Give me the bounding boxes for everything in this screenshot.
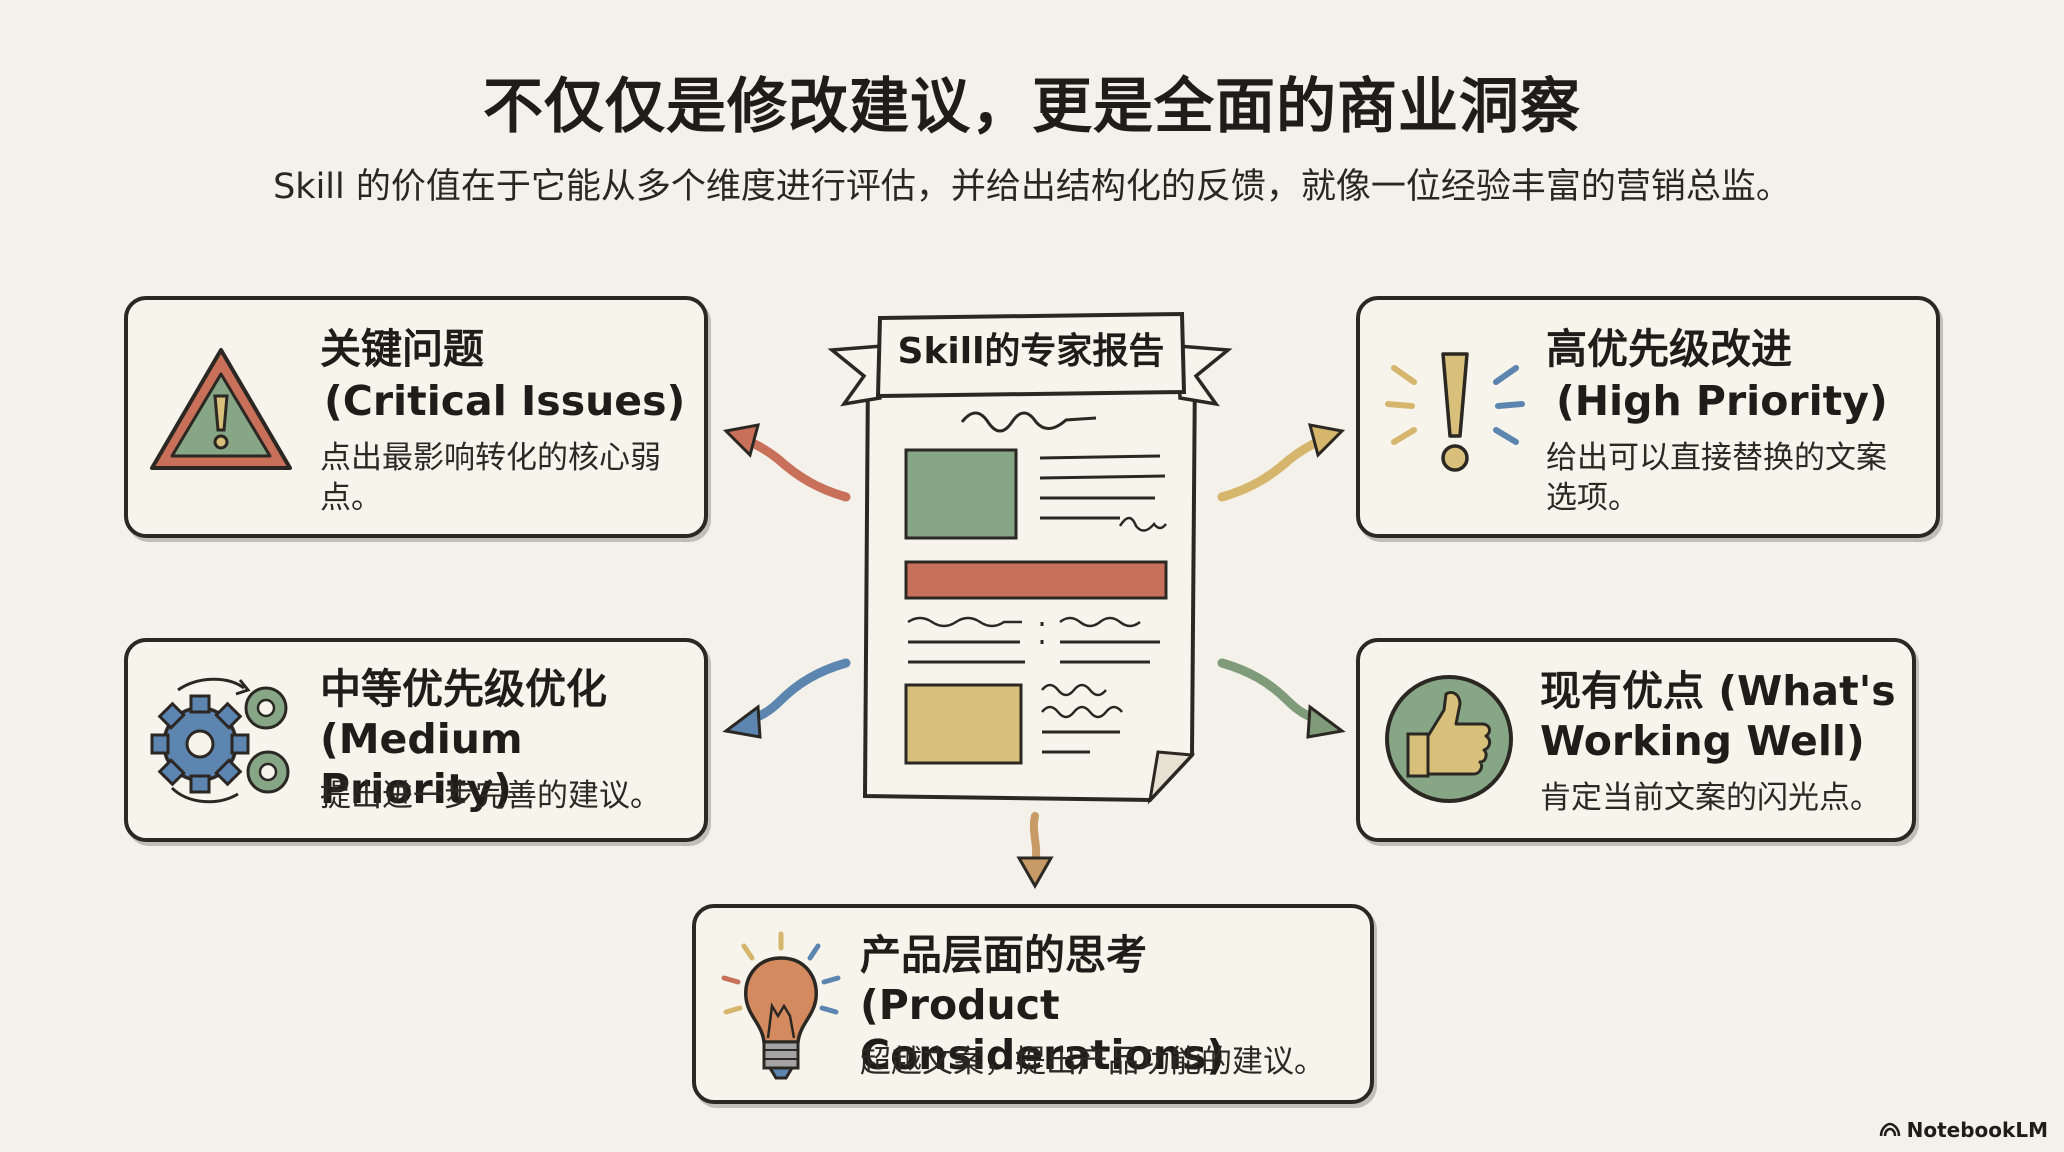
medium-priority-card: 中等优先级优化 (Medium Priority) 提出进一步完善的建议。: [124, 638, 708, 842]
notebooklm-icon: [1879, 1122, 1900, 1137]
report-banner-label: Skill的专家报告: [897, 331, 1165, 372]
arrow-to-high: [1217, 423, 1346, 502]
critical-issues-card: 关键问题 (Critical Issues) 点出最影响转化的核心弱点。: [124, 296, 708, 538]
working-title-line1: 现有优点 (What's: [1540, 667, 1896, 715]
lightbulb-icon: [721, 931, 841, 1080]
thumbs-up-icon: [1385, 675, 1513, 803]
arrow-to-critical: [722, 423, 851, 502]
product-desc: 超越文案，提出产品功能的建议。: [860, 1044, 1325, 1080]
critical-desc: 点出最影响转化的核心弱点。: [320, 440, 661, 516]
notebooklm-text: NotebookLM: [1906, 1118, 2048, 1142]
high-priority-card: 高优先级改进 (High Priority) 给出可以直接替换的文案选项。: [1356, 296, 1940, 538]
working-well-card: 现有优点 (What's Working Well) 肯定当前文案的闪光点。: [1356, 638, 1916, 842]
expert-report-illustration: [827, 311, 1233, 805]
critical-title-en: (Critical Issues): [324, 377, 686, 425]
arrow-to-working: [1217, 658, 1346, 739]
working-title-line2: Working Well): [1540, 717, 1865, 765]
page-title: 不仅仅是修改建议，更是全面的商业洞察: [483, 72, 1581, 142]
working-desc: 肯定当前文案的闪光点。: [1540, 780, 1881, 816]
medium-title-cn: 中等优先级优化: [320, 665, 607, 713]
product-title-en: (Product Considerations): [860, 981, 1226, 1079]
arrow-to-product: [1016, 812, 1054, 890]
critical-title-cn: 关键问题: [320, 325, 484, 373]
medium-desc: 提出进一步完善的建议。: [320, 778, 661, 814]
exclamation-icon: [1385, 352, 1525, 472]
high-title-cn: 高优先级改进: [1546, 325, 1792, 373]
gears-icon: [150, 677, 290, 804]
notebooklm-logo: NotebookLM: [1879, 1118, 2048, 1142]
high-desc: 给出可以直接替换的文案选项。: [1546, 440, 1887, 516]
page-subtitle: Skill 的价值在于它能从多个维度进行评估，并给出结构化的反馈，就像一位经验丰…: [273, 167, 1791, 207]
warning-triangle-icon: [150, 348, 292, 470]
medium-title-en: (Medium Priority): [320, 715, 523, 813]
high-title-en: (High Priority): [1556, 377, 1888, 425]
product-considerations-card: 产品层面的思考 (Product Considerations) 超越文案，提出…: [692, 904, 1374, 1104]
product-title-cn: 产品层面的思考: [860, 931, 1147, 979]
arrow-to-medium: [722, 658, 851, 739]
